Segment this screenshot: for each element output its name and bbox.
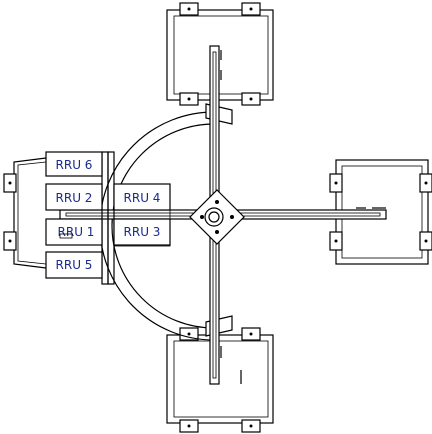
rru-4: RRU 4 [113,183,171,211]
rru-5-label: RRU 5 [56,258,93,272]
rru-4-label: RRU 4 [124,191,161,205]
rru-3: RRU 3 [113,218,171,246]
right-unit [329,159,432,265]
rru-3-label: RRU 3 [124,225,161,239]
rru-2-label: RRU 2 [56,191,93,205]
rru-1: RRU 1 [45,218,103,246]
rru-2: RRU 2 [45,183,103,211]
left-bracket [3,157,47,269]
rru-6: RRU 6 [45,151,103,177]
rru-1-label: RRU 1 [58,225,95,239]
rru-5: RRU 5 [45,251,103,279]
bottom-unit [166,327,274,433]
rru-6-label: RRU 6 [56,158,93,172]
top-unit [166,2,274,106]
center-hub [189,189,245,245]
